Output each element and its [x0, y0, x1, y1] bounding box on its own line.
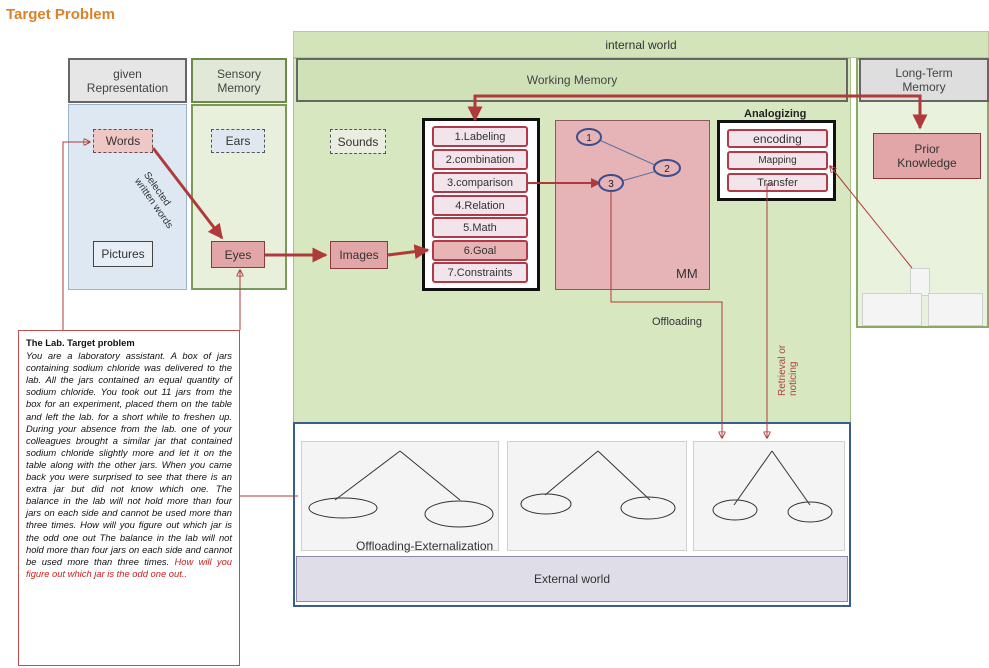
- arrow-card-to-words: [62, 142, 90, 332]
- ltm-sketch-2: [862, 293, 922, 326]
- arrow-ltm-loop: [473, 94, 928, 130]
- step-goal: 6.Goal: [432, 240, 528, 261]
- eyes-node: Eyes: [211, 241, 265, 268]
- sensory-memory-header: Sensory Memory: [191, 58, 287, 103]
- step-constraints: 7.Constraints: [432, 262, 528, 283]
- long-term-memory-header: Long-Term Memory: [859, 58, 989, 102]
- step-relation: 4.Relation: [432, 195, 528, 216]
- ltm-sketch-3: [928, 293, 983, 326]
- mm-node-2-label: 2: [664, 164, 670, 175]
- mm-node-1-label: 1: [586, 133, 592, 144]
- lab-card-body: You are a laboratory assistant. A box of…: [26, 350, 232, 567]
- lab-card-heading: The Lab. Target problem: [26, 337, 135, 348]
- words-node: Words: [93, 129, 153, 153]
- tree-sketch-lines: [308, 450, 833, 528]
- images-node: Images: [330, 241, 388, 269]
- step-encoding: encoding: [727, 129, 828, 148]
- mm-edge-1-2: [596, 138, 665, 170]
- pictures-node: Pictures: [93, 241, 153, 267]
- tree-sketch-3: [693, 441, 845, 551]
- step-combination: 2.combination: [432, 149, 528, 170]
- sounds-node: Sounds: [330, 129, 386, 154]
- mm-node-3-label: 3: [608, 179, 614, 190]
- arrow-ltm-to-mapping: [830, 166, 913, 269]
- mental-model-box: [555, 120, 710, 290]
- given-representation-header: given Representation: [68, 58, 187, 103]
- tree-sketch-1: [301, 441, 499, 551]
- page-title: Target Problem: [6, 6, 115, 23]
- line-retrieval: [766, 183, 775, 438]
- internal-world-band: internal world: [293, 31, 989, 58]
- arrow-words-to-eyes: [151, 147, 224, 240]
- step-transfer: Transfer: [727, 173, 828, 192]
- offloading-externalization-label: Offloading-Externalization: [356, 539, 494, 553]
- lab-target-problem-card: The Lab. Target problem You are a labora…: [18, 330, 240, 666]
- mm-node-1: [576, 128, 602, 146]
- step-mapping: Mapping: [727, 151, 828, 170]
- arrow-images-to-goal: [387, 244, 430, 260]
- analogizing-label: Analogizing: [744, 108, 807, 120]
- lab-card-question: How will you figure out which jar is the…: [26, 555, 232, 579]
- external-world-label: External world: [296, 556, 848, 602]
- arrow-offloading: [610, 191, 722, 438]
- prior-knowledge-node: Prior Knowledge: [873, 133, 981, 179]
- offloading-label: Offloading: [652, 316, 702, 328]
- step-math: 5.Math: [432, 217, 528, 238]
- step-comparison: 3.comparison: [432, 172, 528, 193]
- mm-node-2: [653, 159, 681, 177]
- step-labeling: 1.Labeling: [432, 126, 528, 147]
- tree-sketch-2: [507, 441, 687, 551]
- ears-node: Ears: [211, 129, 265, 153]
- mm-label: MM: [676, 266, 698, 281]
